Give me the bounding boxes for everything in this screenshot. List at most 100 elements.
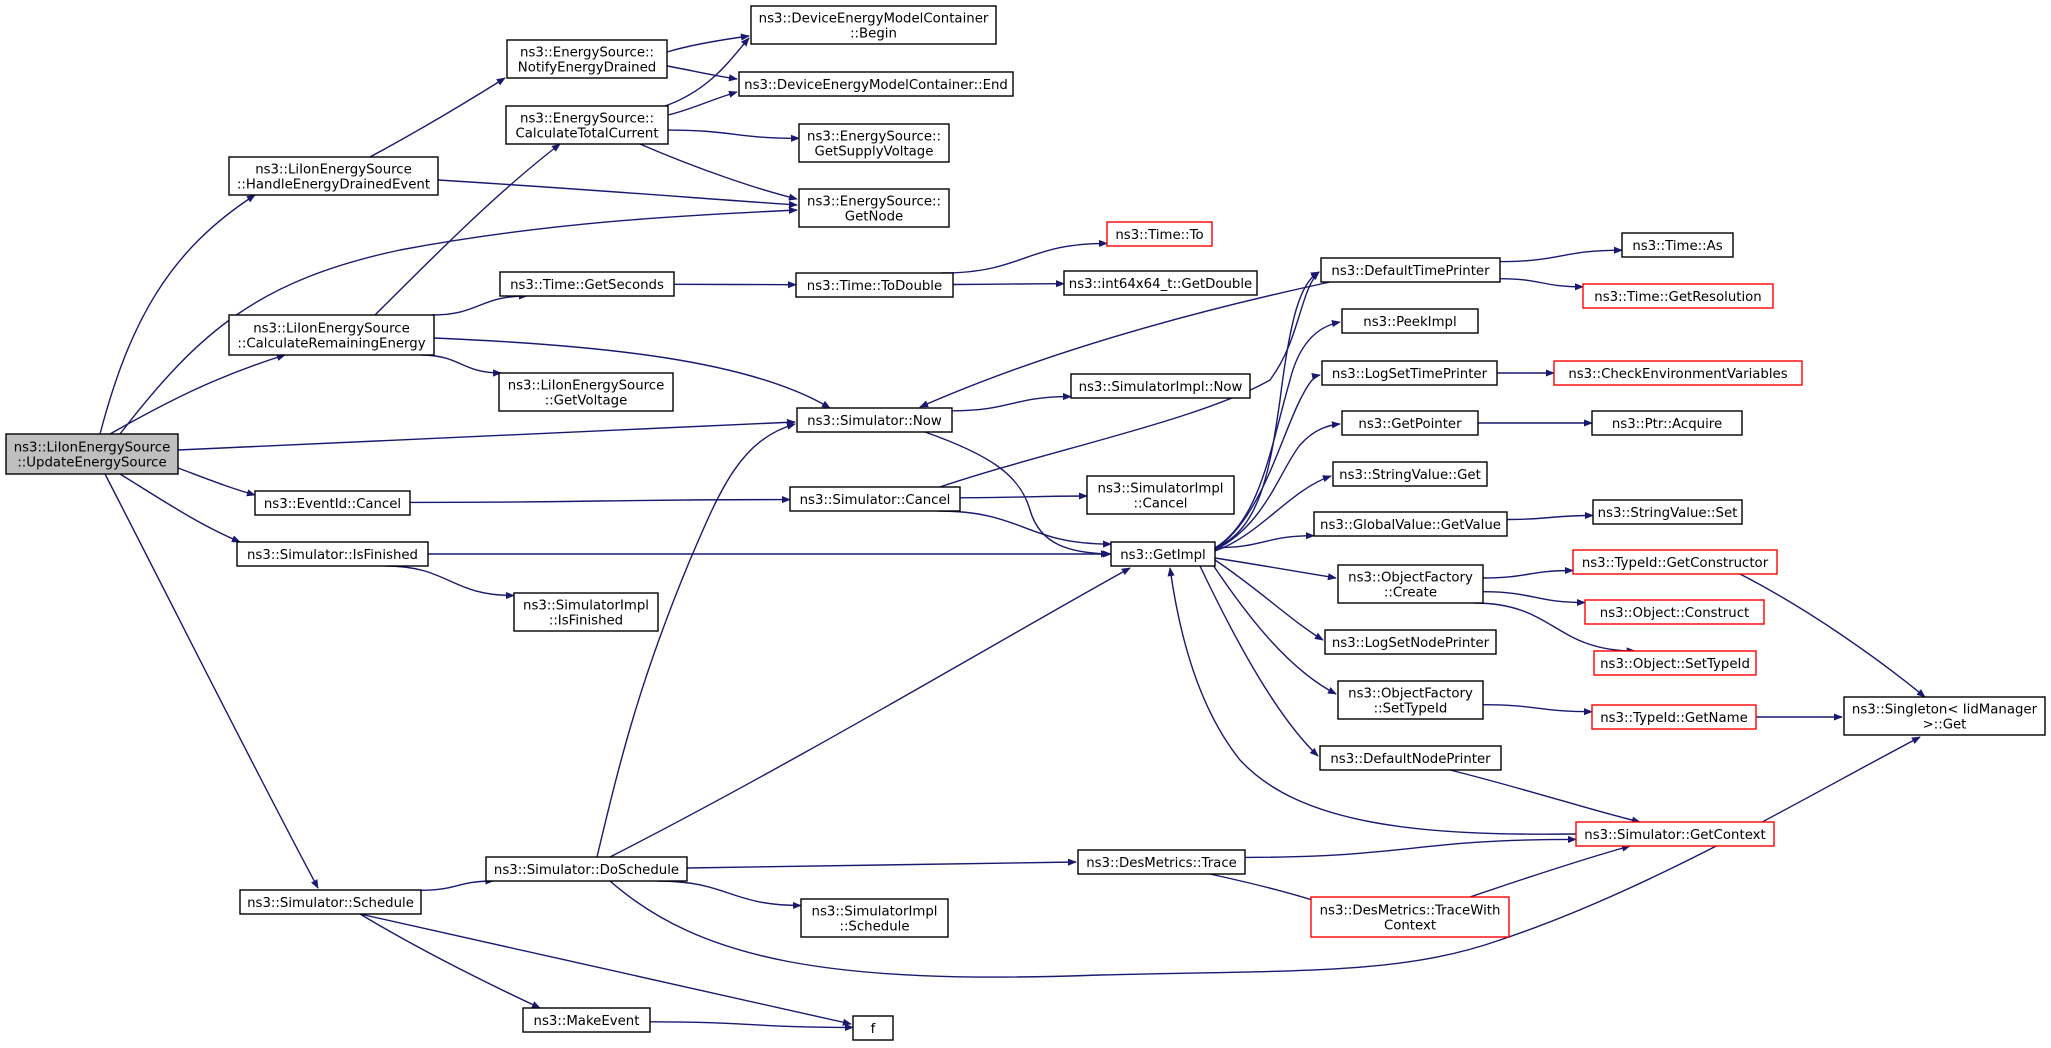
node-timeAs[interactable]: ns3::Time::As xyxy=(1621,232,1734,258)
node-notify[interactable]: ns3::EnergySource::NotifyEnergyDrained xyxy=(506,39,668,79)
node-box xyxy=(522,1007,651,1033)
edge-objFactoryCreate-to-getConstructor xyxy=(1482,566,1574,579)
node-label-line: ns3::LiIonEnergySource xyxy=(255,163,412,178)
node-defaultNodePrinter[interactable]: ns3::DefaultNodePrinter xyxy=(1319,745,1502,771)
node-label-line: ns3::DeviceEnergyModelContainer xyxy=(759,12,989,27)
edge-line xyxy=(1214,320,1341,549)
node-label-line: ns3::Time::To xyxy=(1115,228,1203,243)
node-simGetContext[interactable]: ns3::Simulator::GetContext xyxy=(1575,821,1775,847)
edge-calcTotal-to-getNode xyxy=(639,143,798,201)
edge-line xyxy=(1214,421,1341,551)
node-simCancel[interactable]: ns3::Simulator::Cancel xyxy=(789,486,961,512)
node-getConstructor[interactable]: ns3::TypeId::GetConstructor xyxy=(1572,549,1778,575)
node-simImplCancel[interactable]: ns3::SimulatorImpl::Cancel xyxy=(1086,475,1235,515)
edge-doSchedule-to-desTrace xyxy=(686,858,1077,869)
edge-line xyxy=(1482,704,1593,716)
edge-line xyxy=(1214,475,1332,552)
edge-schedule-to-f xyxy=(359,913,852,1026)
node-simImplSchedule[interactable]: ns3::SimulatorImpl::Schedule xyxy=(800,898,949,938)
node-box xyxy=(798,123,950,163)
node-label-line: ::Schedule xyxy=(839,920,909,935)
edge-line xyxy=(99,194,256,435)
edge-traceWithContext-to-simGetContext xyxy=(1469,844,1631,898)
edge-line xyxy=(1482,591,1586,607)
node-getPointer[interactable]: ns3::GetPointer xyxy=(1341,410,1479,436)
node-peekImpl[interactable]: ns3::PeekImpl xyxy=(1341,308,1479,334)
node-singletonGet[interactable]: ns3::Singleton< IidManager >::Get xyxy=(1843,696,2046,736)
node-logSetTimePrinter[interactable]: ns3::LogSetTimePrinter xyxy=(1321,360,1498,386)
node-objConstruct[interactable]: ns3::Object::Construct xyxy=(1584,599,1765,625)
edge-line xyxy=(609,567,1131,858)
edge-makeEvent-to-f xyxy=(649,1021,854,1031)
node-label-line: ns3::MakeEvent xyxy=(534,1014,640,1029)
node-calcRemain[interactable]: ns3::LiIonEnergySource::CalculateRemaini… xyxy=(228,314,435,356)
edge-line xyxy=(649,1021,854,1031)
node-getNode[interactable]: ns3::EnergySource::GetNode xyxy=(798,188,950,228)
edge-line xyxy=(1167,567,1577,835)
edge-line xyxy=(596,422,796,858)
node-eventCancel[interactable]: ns3::EventId::Cancel xyxy=(254,490,411,516)
node-typeIdGetName[interactable]: ns3::TypeId::GetName xyxy=(1591,704,1757,730)
node-objFactoryCreate[interactable]: ns3::ObjectFactory::Create xyxy=(1337,564,1484,604)
edge-line xyxy=(409,496,791,504)
node-begin[interactable]: ns3::DeviceEnergyModelContainer::Begin xyxy=(750,5,997,45)
node-label-line: ::HandleEnergyDrainedEvent xyxy=(237,178,430,193)
node-objSetTypeId[interactable]: ns3::Object::SetTypeId xyxy=(1593,650,1757,676)
node-simImplNow[interactable]: ns3::SimulatorImpl::Now xyxy=(1070,373,1251,399)
node-getImpl[interactable]: ns3::GetImpl xyxy=(1110,541,1216,567)
node-defaultTimePrinter[interactable]: ns3::DefaultTimePrinter xyxy=(1320,257,1501,283)
node-getSeconds[interactable]: ns3::Time::GetSeconds xyxy=(499,271,675,297)
node-box xyxy=(1341,410,1479,436)
node-isFinished[interactable]: ns3::Simulator::IsFinished xyxy=(236,541,429,567)
node-toDouble[interactable]: ns3::Time::ToDouble xyxy=(795,272,954,298)
node-label-line: Context xyxy=(1384,919,1436,934)
edge-doSchedule-to-getImpl xyxy=(609,567,1131,858)
node-end[interactable]: ns3::DeviceEnergyModelContainer::End xyxy=(738,71,1014,97)
node-timeTo[interactable]: ns3::Time::To xyxy=(1106,221,1213,247)
node-makeEvent[interactable]: ns3::MakeEvent xyxy=(522,1007,651,1033)
node-label-line: CalculateTotalCurrent xyxy=(515,127,658,142)
edge-calcTotal-to-supplyVoltage xyxy=(667,129,800,142)
node-box xyxy=(1110,541,1216,567)
node-checkEnv[interactable]: ns3::CheckEnvironmentVariables xyxy=(1553,360,1803,386)
node-stringValueGet[interactable]: ns3::StringValue::Get xyxy=(1332,461,1488,487)
edge-line xyxy=(433,337,831,409)
edge-line xyxy=(1199,565,1319,757)
node-doSchedule[interactable]: ns3::Simulator::DoSchedule xyxy=(485,856,688,882)
node-logSetNodePrinter[interactable]: ns3::LogSetNodePrinter xyxy=(1324,629,1497,655)
node-label-line: ns3::Simulator::Cancel xyxy=(800,493,951,508)
node-f[interactable]: f xyxy=(852,1015,894,1041)
node-label-line: ns3::GetImpl xyxy=(1120,548,1205,563)
edge-update-to-schedule xyxy=(104,473,319,889)
edge-getImpl-to-logSetNodePrinter xyxy=(1214,559,1324,641)
node-objFactorySetTypeId[interactable]: ns3::ObjectFactory::SetTypeId xyxy=(1337,680,1484,720)
node-getVoltage[interactable]: ns3::LiIonEnergySource::GetVoltage xyxy=(498,372,674,412)
edge-update-to-handle xyxy=(99,194,256,435)
node-box xyxy=(1843,696,2046,736)
edge-line xyxy=(119,206,798,435)
node-handle[interactable]: ns3::LiIonEnergySource::HandleEnergyDrai… xyxy=(228,156,439,196)
node-calcTotal[interactable]: ns3::EnergySource::CalculateTotalCurrent xyxy=(505,105,669,145)
node-box xyxy=(1310,896,1510,938)
node-getResolution[interactable]: ns3::Time::GetResolution xyxy=(1582,283,1774,309)
node-ptrAcquire[interactable]: ns3::Ptr::Acquire xyxy=(1591,410,1743,436)
node-stringValueSet[interactable]: ns3::StringValue::Set xyxy=(1592,499,1743,525)
node-label-line: ::Create xyxy=(1384,586,1437,601)
edge-doSchedule-to-simNow xyxy=(596,422,796,858)
node-schedule[interactable]: ns3::Simulator::Schedule xyxy=(239,889,422,915)
node-simImplIsFinished[interactable]: ns3::SimulatorImpl::IsFinished xyxy=(513,592,659,632)
node-desTrace[interactable]: ns3::DesMetrics::Trace xyxy=(1077,849,1246,875)
node-box xyxy=(239,889,422,915)
node-globalValueGetValue[interactable]: ns3::GlobalValue::GetValue xyxy=(1313,511,1508,537)
node-int64GetDouble[interactable]: ns3::int64x64_t::GetDouble xyxy=(1063,270,1258,296)
node-update[interactable]: ns3::LiIonEnergySource::UpdateEnergySour… xyxy=(5,433,179,475)
edge-objFactoryCreate-to-objConstruct xyxy=(1482,591,1586,607)
node-simNow[interactable]: ns3::Simulator::Now xyxy=(796,407,953,433)
node-label-line: ns3::LogSetNodePrinter xyxy=(1332,636,1490,651)
edge-objFactorySetTypeId-to-typeIdGetName xyxy=(1482,704,1593,716)
edge-toDouble-to-int64GetDouble xyxy=(952,280,1065,288)
node-label-line: ns3::Time::GetSeconds xyxy=(510,278,664,293)
node-supplyVoltage[interactable]: ns3::EnergySource::GetSupplyVoltage xyxy=(798,123,950,163)
node-box xyxy=(1337,564,1484,604)
